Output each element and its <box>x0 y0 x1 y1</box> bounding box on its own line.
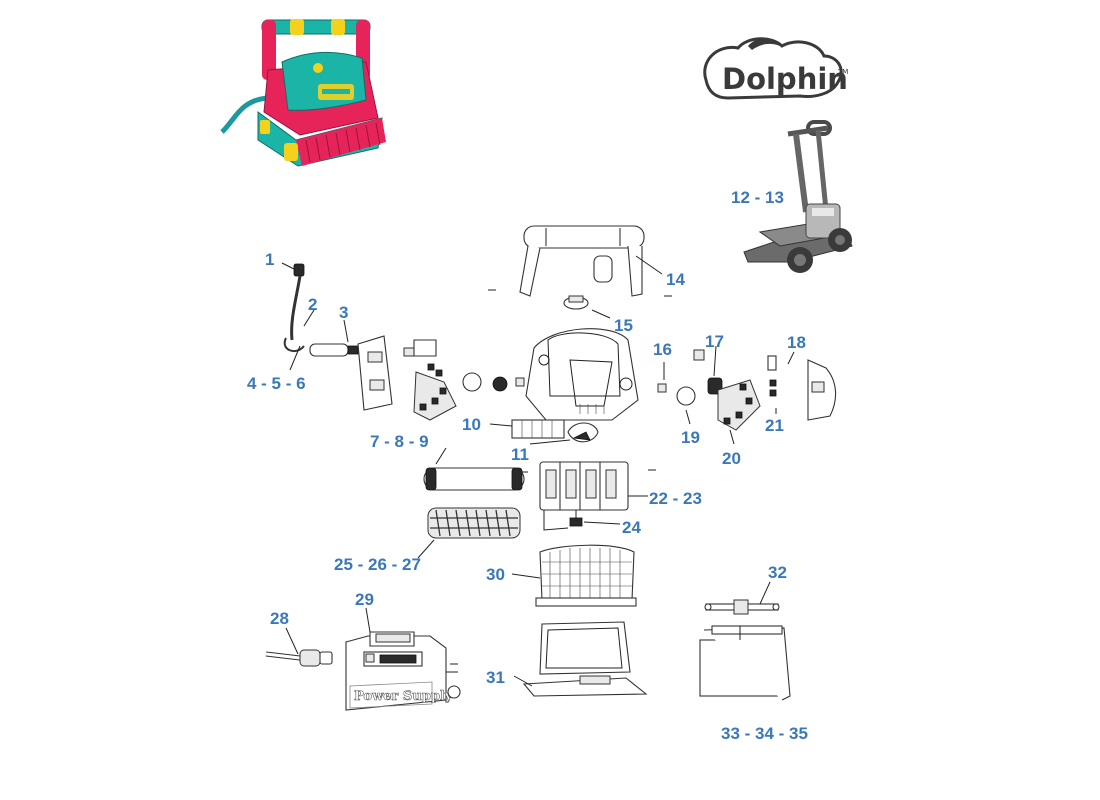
brush-part <box>427 507 521 539</box>
label-part-31: 31 <box>486 668 505 687</box>
label-part-20: 20 <box>722 449 741 468</box>
label-part-3: 3 <box>339 303 348 322</box>
label-part-15: 15 <box>614 316 633 335</box>
robot-product-photo <box>220 19 386 167</box>
power-supply-label: Power Supply <box>354 689 453 704</box>
filter-bag <box>535 544 637 607</box>
label-parts-22-23: 22 - 23 <box>649 489 702 508</box>
right-side-parts <box>657 349 837 431</box>
part-labels: 1 2 3 4 - 5 - 6 7 - 8 - 9 10 11 12 - 13 … <box>247 188 808 743</box>
motor-housing <box>525 328 639 421</box>
filter-cover-part <box>511 419 599 443</box>
leader-lines <box>281 255 795 687</box>
label-part-32: 32 <box>768 563 787 582</box>
label-part-10: 10 <box>462 415 481 434</box>
label-part-24: 24 <box>622 518 641 537</box>
label-part-17: 17 <box>705 332 724 351</box>
motor-unit <box>520 461 656 531</box>
brush-roller <box>423 467 525 491</box>
cable-assembly <box>283 263 393 411</box>
handle-part <box>488 225 672 310</box>
filter-frame <box>522 621 648 697</box>
label-part-16: 16 <box>653 340 672 359</box>
label-parts-7-9: 7 - 8 - 9 <box>370 432 429 451</box>
label-part-30: 30 <box>486 565 505 584</box>
caddy-cart <box>743 120 853 273</box>
left-side-parts <box>403 339 525 421</box>
bracket-part <box>704 599 780 615</box>
label-part-29: 29 <box>355 590 374 609</box>
label-part-2: 2 <box>308 295 317 314</box>
power-cable <box>265 649 333 667</box>
label-part-1: 1 <box>265 250 274 269</box>
label-part-18: 18 <box>787 333 806 352</box>
label-parts-12-13: 12 - 13 <box>731 188 784 207</box>
label-parts-4-6: 4 - 5 - 6 <box>247 374 306 393</box>
label-parts-33-35: 33 - 34 - 35 <box>721 724 808 743</box>
label-part-11: 11 <box>511 445 529 464</box>
label-part-19: 19 <box>681 428 700 447</box>
label-parts-25-27: 25 - 26 - 27 <box>334 555 421 574</box>
power-supply-unit: Power Supply <box>345 631 461 711</box>
filter-element <box>699 625 791 701</box>
dolphin-logo: Dolphin TM <box>703 37 848 100</box>
logo-trademark: TM <box>837 68 848 76</box>
logo-text: Dolphin <box>722 62 848 96</box>
label-part-28: 28 <box>270 609 289 628</box>
label-part-21: 21 <box>765 416 784 435</box>
label-part-14: 14 <box>666 270 685 289</box>
